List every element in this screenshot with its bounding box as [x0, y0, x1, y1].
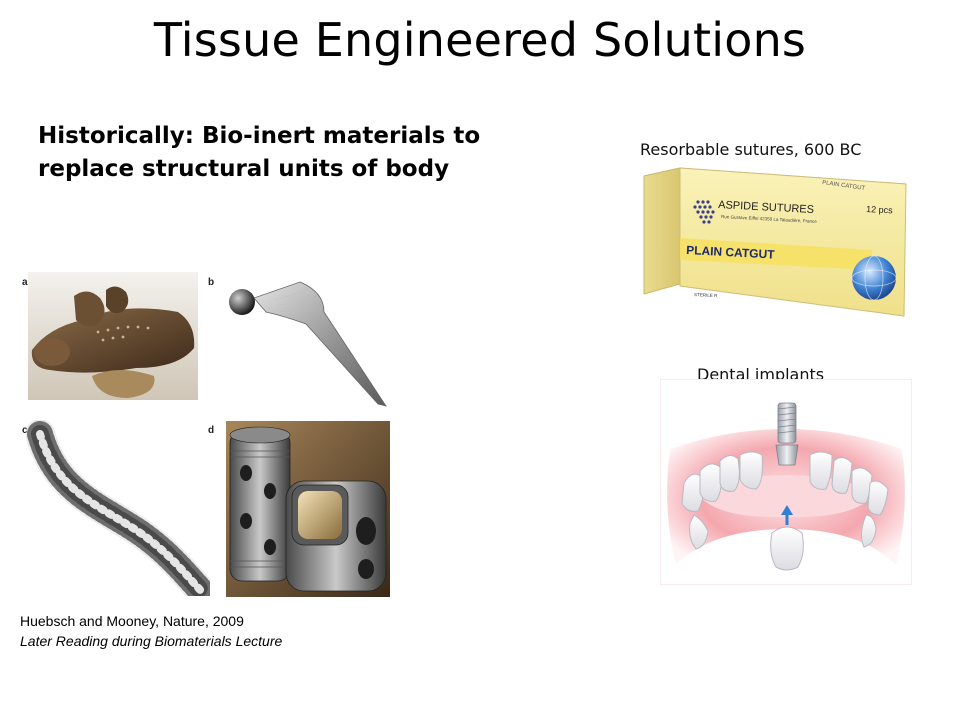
box-address-text: Rue Gustave Eiffel 42350 La Talaudière, …	[721, 214, 818, 224]
citation-source: Huebsch and Mooney, Nature, 2009	[20, 613, 244, 629]
implant-screw-icon	[777, 402, 797, 444]
panel-label-d: d	[208, 425, 215, 436]
teeth-arch	[681, 451, 889, 550]
panel-label-b: b	[208, 277, 215, 288]
crown-icon	[770, 526, 804, 571]
citation: Huebsch and Mooney, Nature, 2009 Later R…	[20, 611, 282, 652]
hip-implant-image	[229, 281, 387, 407]
suture-box-image: ASPIDE SUTURES Rue Gustave Eiffel 42350 …	[643, 167, 907, 317]
box-brand-text: ASPIDE SUTURES	[718, 199, 814, 216]
cage-cylinder-left	[229, 430, 291, 582]
toe-prosthesis-shape	[31, 308, 195, 373]
aspide-logo-icon	[693, 200, 715, 224]
hip-stem-shape	[253, 281, 387, 407]
hip-ball-icon	[229, 289, 255, 315]
sutures-caption: Resorbable sutures, 600 BC	[640, 140, 862, 159]
slide-subtitle: Historically: Bio-inert materials to rep…	[38, 123, 481, 183]
panel-label-c: c	[22, 425, 28, 436]
panel-label-a: a	[22, 277, 28, 288]
prosthetic-toe-image	[28, 272, 198, 400]
stent-image	[26, 420, 210, 596]
box-product-text: PLAIN CATGUT	[686, 243, 776, 262]
slide-title: Tissue Engineered Solutions	[153, 13, 807, 67]
box-side-panel	[643, 167, 681, 295]
bone-graft-shape	[298, 491, 342, 539]
box-count-text: 12 pcs	[866, 204, 894, 215]
spinal-cage-image	[226, 421, 390, 597]
box-sterile-text: STERILE R	[694, 292, 718, 298]
citation-reading: Later Reading during Biomaterials Lectur…	[20, 633, 283, 650]
dental-implant-image	[660, 379, 912, 585]
globe-icon	[852, 256, 896, 300]
